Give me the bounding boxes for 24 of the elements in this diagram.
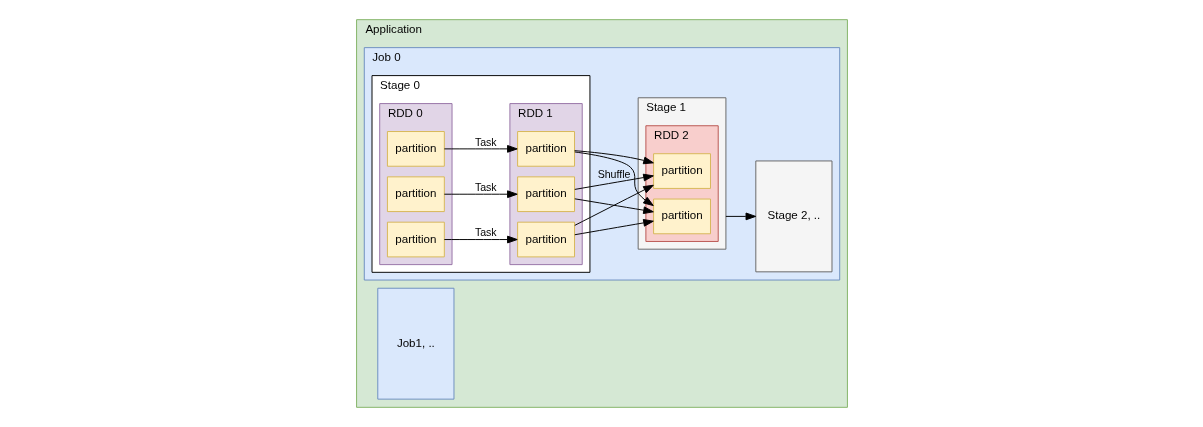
node-box: partition <box>652 153 711 189</box>
arrow <box>443 145 518 153</box>
arrow <box>573 198 654 215</box>
arrow <box>573 184 654 226</box>
arrow <box>573 219 654 236</box>
edge-label: Task <box>474 181 497 194</box>
arrow <box>724 212 756 221</box>
arrow <box>443 235 518 244</box>
node-box: partition <box>386 221 445 258</box>
node-box: partition <box>516 221 575 258</box>
node-box: Stage 2, .. <box>754 160 832 273</box>
edge-label: Task <box>474 226 497 239</box>
node-box: partition <box>386 176 445 213</box>
node-box: partition <box>652 198 711 235</box>
node-box: partition <box>516 131 575 167</box>
node-box: Job1, .. <box>376 287 454 400</box>
arrow <box>573 150 654 165</box>
node-box: partition <box>516 176 575 213</box>
arrow <box>573 173 654 190</box>
edge-label: Shuffle <box>597 167 630 180</box>
arrow <box>573 151 654 207</box>
edge-label: Task <box>474 135 497 148</box>
node-box: partition <box>386 131 445 167</box>
arrow <box>443 190 518 199</box>
